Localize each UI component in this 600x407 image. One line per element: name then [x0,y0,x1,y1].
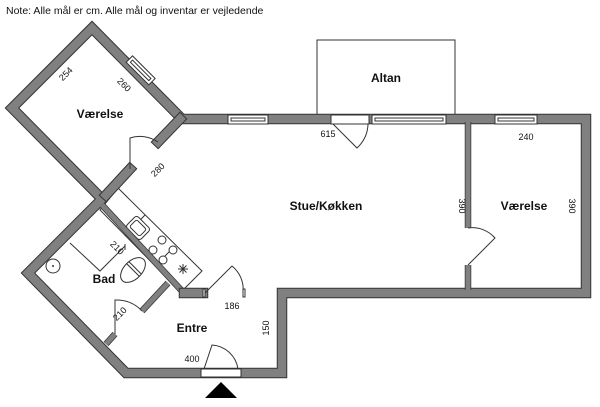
walls [4,20,592,379]
toilet-icon [120,257,146,283]
dim-bedroom-right-depth: 390 [567,198,577,213]
room-label-balcony: Altan [371,71,401,85]
dim-entrance-length: 400 [184,354,199,364]
sink-icon [126,216,150,240]
dim-entrance-width: 186 [224,301,239,311]
dim-bathroom-door: 210 [111,305,129,323]
dim-entrance-depth: 150 [261,320,271,335]
kitchen-counter [99,187,203,293]
dim-living-width: 615 [320,129,335,139]
dim-bedroom-right-width: 240 [518,132,533,142]
room-label-living-kitchen: Stue/Køkken [290,199,363,213]
stove-icon [148,235,178,265]
balcony [316,39,456,116]
dim-bedroom-left-b: 260 [115,76,133,94]
dim-bathroom: 210 [108,239,126,257]
room-label-bathroom: Bad [93,272,116,286]
dim-bedroom-left-c: 280 [149,161,167,179]
room-label-bedroom-left: Værelse [77,107,124,121]
plan-note: Note: Alle mål er cm. Alle mål og invent… [6,5,264,17]
dim-living-depth: 390 [457,198,467,213]
room-label-bedroom-right: Værelse [501,199,548,213]
bathroom-fixtures [45,242,146,283]
doors [114,114,496,398]
room-label-entrance: Entre [177,321,208,335]
windows [125,55,538,125]
entrance-arrow-icon [205,382,237,398]
washbasin-icon [45,258,61,274]
extractor-icon [178,264,188,274]
